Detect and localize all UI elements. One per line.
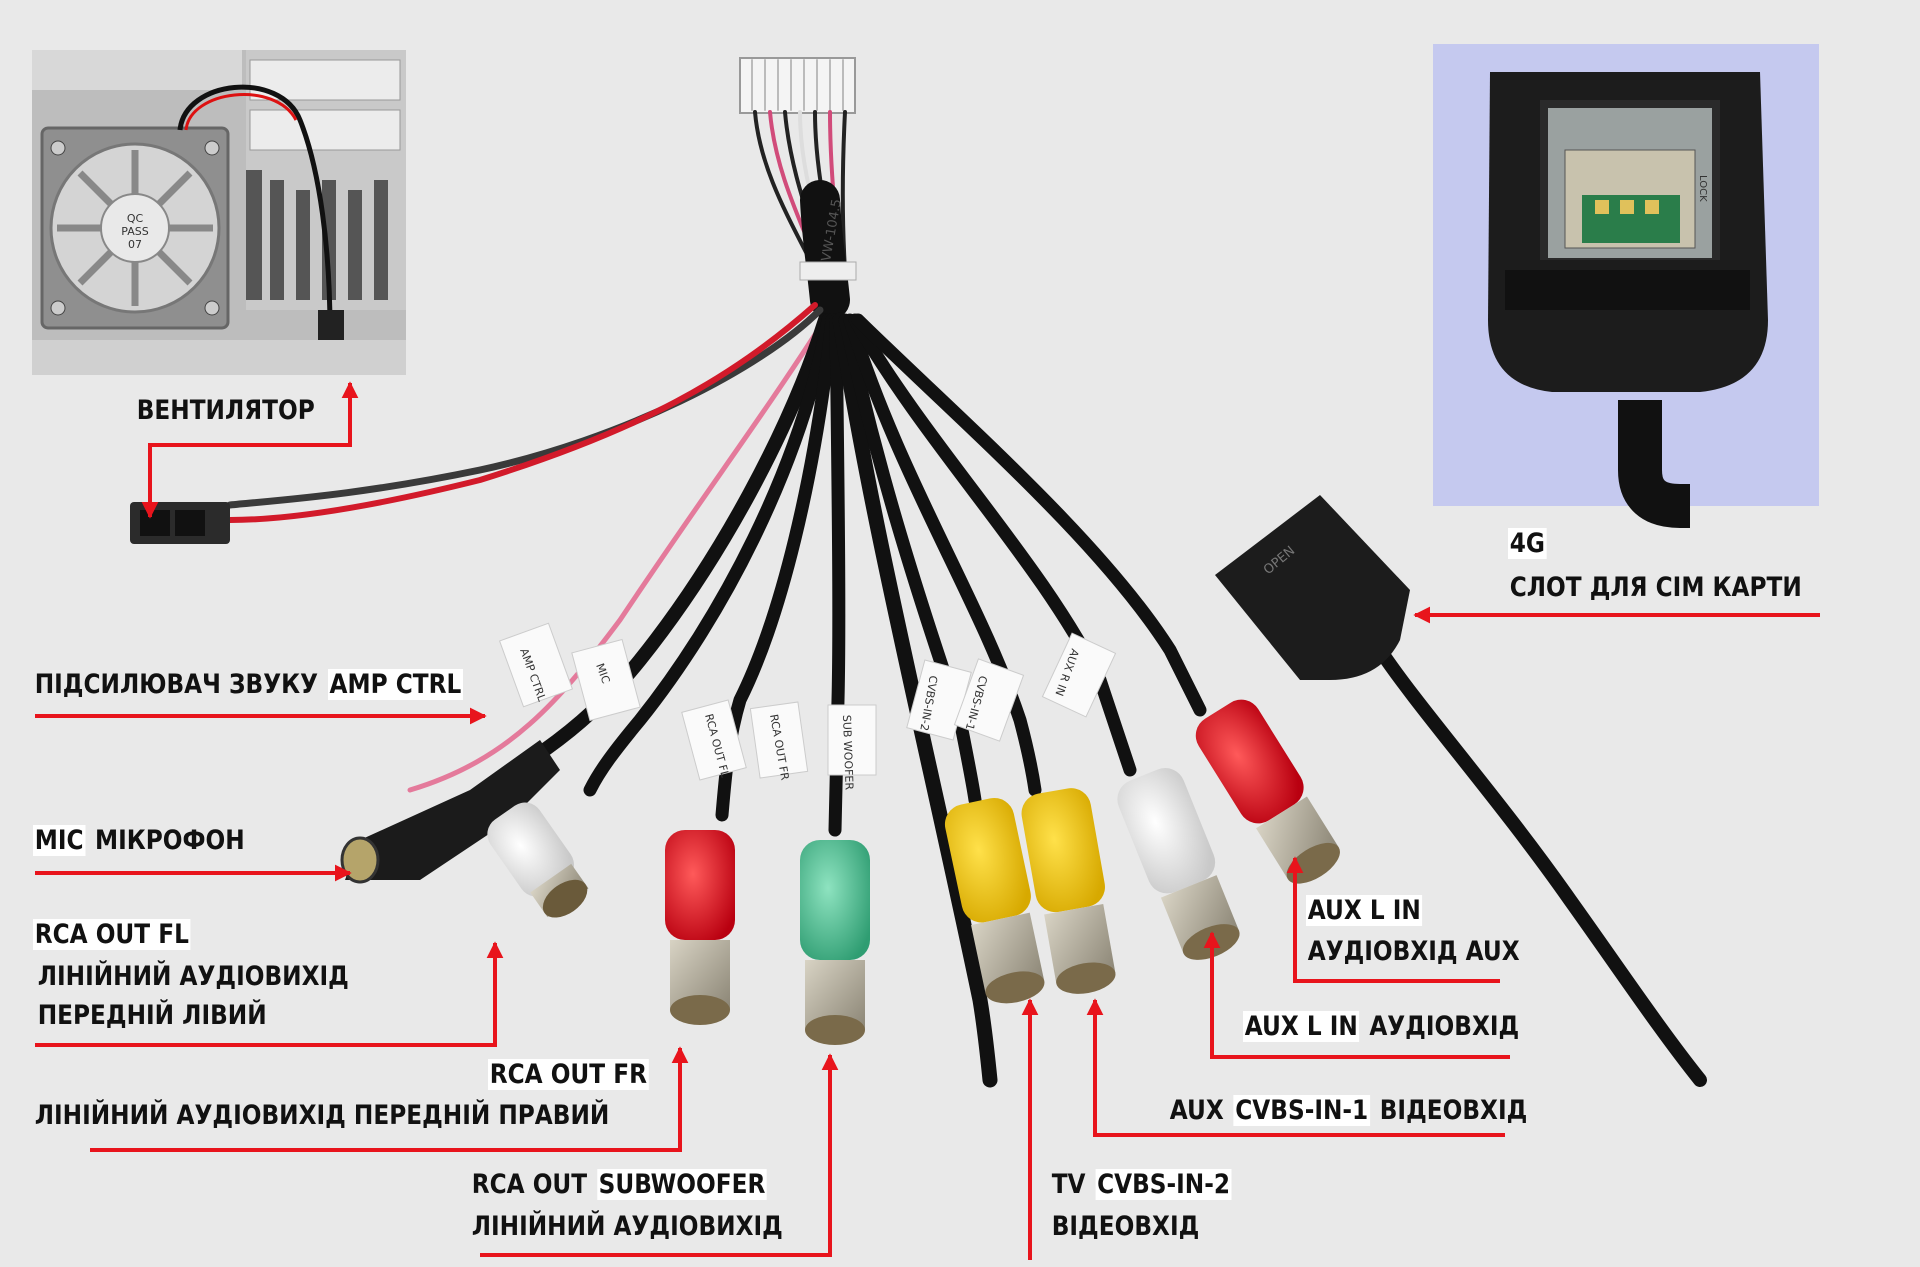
sim-4g-text: 4G xyxy=(1508,528,1547,559)
amp-text: ПІДСИЛЮВАЧ ЗВУКУ xyxy=(34,669,318,700)
cvbs1-text: ВІДЕОВХІД xyxy=(1379,1095,1528,1126)
callout-arrows xyxy=(35,381,1820,1260)
label-sim-4g: 4G xyxy=(1508,527,1547,561)
rca-connectors xyxy=(487,699,1340,1045)
auxl2-code: AUX L IN xyxy=(1243,1011,1360,1042)
fan-unit-photo: QC PASS 07 xyxy=(32,50,406,375)
auxl2-text: АУДІОВХІД xyxy=(1369,1011,1520,1042)
label-fan: ВЕНТИЛЯТОР xyxy=(135,394,316,428)
fr-code: RCA OUT FR xyxy=(488,1059,649,1090)
aux-white-arrow xyxy=(1203,931,1510,1059)
sim-slot-text: СЛОТ ДЛЯ СІМ КАРТИ xyxy=(1509,572,1802,603)
fan-stamp-pass: PASS xyxy=(121,225,148,238)
sim-lock-stamp: LOCK xyxy=(1697,175,1708,202)
label-fr-line2: ЛІНІЙНИЙ АУДІОВИХІД ПЕРЕДНІЙ ПРАВИЙ xyxy=(33,1099,611,1133)
fan-text: ВЕНТИЛЯТОР xyxy=(136,395,315,426)
cvbs1-code-b: CVBS-IN-1 xyxy=(1233,1095,1370,1126)
sub-line2: ЛІНІЙНИЙ АУДІОВИХІД xyxy=(471,1211,783,1242)
sub-arrow xyxy=(480,1053,839,1257)
fan-arrow xyxy=(141,381,359,519)
label-tv-code: TV CVBS-IN-2 xyxy=(1050,1168,1232,1202)
tag-sub: SUB WOOFER xyxy=(840,715,856,791)
tv-line2: ВІДЕОВХІД xyxy=(1051,1211,1200,1242)
sub-code-b: SUBWOOFER xyxy=(596,1169,768,1200)
fl-line2: ЛІНІЙНИЙ АУДІОВИХІД xyxy=(37,961,349,992)
label-aux-red-line2: АУДІОВХІД AUX xyxy=(1306,935,1521,969)
tv-code-b: CVBS-IN-2 xyxy=(1095,1169,1232,1200)
label-fl-line3: ПЕРЕДНІЙ ЛІВИЙ xyxy=(36,999,268,1033)
sim-tray-photo: LOCK xyxy=(1433,44,1819,528)
fan-connector xyxy=(130,502,230,544)
aux-red-arrow xyxy=(1286,856,1500,983)
label-sub-code: RCA OUT SUBWOOFER xyxy=(470,1168,768,1202)
fr-line2: ЛІНІЙНИЙ АУДІОВИХІД ПЕРЕДНІЙ ПРАВИЙ xyxy=(34,1100,610,1131)
cable-bundle: VW-104.5 xyxy=(226,57,1707,1088)
label-sim-slot: СЛОТ ДЛЯ СІМ КАРТИ xyxy=(1508,571,1803,605)
label-fl-code: RCA OUT FL xyxy=(33,918,191,952)
mic-code: MIC xyxy=(33,825,86,856)
amp-code: AMP CTRL xyxy=(327,669,463,700)
label-fr-code: RCA OUT FR xyxy=(488,1058,649,1092)
fr-arrow xyxy=(90,1046,689,1152)
label-sub-line2: ЛІНІЙНИЙ АУДІОВИХІД xyxy=(470,1210,785,1244)
label-cvbs1: AUX CVBS-IN-1 ВІДЕОВХІД xyxy=(1168,1094,1529,1128)
cvbs1-code-a: AUX xyxy=(1169,1095,1224,1126)
sim-slot-connector: OPEN xyxy=(1215,495,1410,680)
label-fl-line2: ЛІНІЙНИЙ АУДІОВИХІД xyxy=(36,960,351,994)
fan-stamp-number: 07 xyxy=(128,238,142,251)
tv-code-a: TV xyxy=(1051,1169,1086,1200)
sub-code-a: RCA OUT xyxy=(471,1169,588,1200)
label-aux-red-code: AUX L IN xyxy=(1306,894,1423,928)
cvbs1-arrow xyxy=(1086,998,1505,1137)
fl-line3: ПЕРЕДНІЙ ЛІВИЙ xyxy=(37,1000,267,1031)
mic-text: МІКРОФОН xyxy=(95,825,245,856)
auxl1-code: AUX L IN xyxy=(1306,895,1423,926)
label-amp: ПІДСИЛЮВАЧ ЗВУКУ AMP CTRL xyxy=(33,668,463,702)
auxl1-line2: АУДІОВХІД AUX xyxy=(1307,936,1520,967)
fl-arrow xyxy=(35,941,504,1047)
fl-code: RCA OUT FL xyxy=(33,919,191,950)
label-mic: MIC МІКРОФОН xyxy=(33,824,246,858)
label-tv-line2: ВІДЕОВХІД xyxy=(1050,1210,1201,1244)
cable-tags: AMP CTRL MIC RCA OUT FL RCA OUT FR SUB W… xyxy=(498,622,1117,791)
fan-stamp-qc: QC xyxy=(127,212,144,225)
label-aux-white: AUX L IN АУДІОВХІД xyxy=(1243,1010,1521,1044)
